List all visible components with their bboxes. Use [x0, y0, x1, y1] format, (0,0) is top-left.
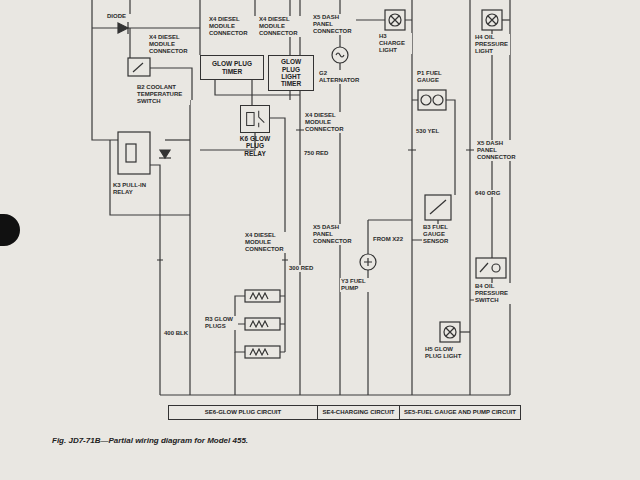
- component-label: X4 DIESEL MODULE CONNECTOR: [304, 112, 350, 133]
- node-label: SE5-FUEL GAUGE AND PUMP CIRCUIT: [404, 409, 516, 416]
- component-label: X4 DIESEL MODULE CONNECTOR: [148, 34, 196, 55]
- component-label: B4 OIL PRESSURE SWITCH: [474, 283, 512, 304]
- component-symbols: [118, 10, 506, 358]
- figure-caption: Fig. JD7-71B—Partial wiring diagram for …: [52, 436, 248, 445]
- wire-connector: [251, 80, 252, 105]
- component-label: K3 PULL-IN RELAY: [112, 182, 154, 196]
- circuit-legend-box: SE5-FUEL GAUGE AND PUMP CIRCUIT: [399, 405, 521, 420]
- component-label: X4 DIESEL MODULE CONNECTOR: [244, 232, 290, 253]
- timer-box: GLOW PLUG LIGHT TIMER: [268, 55, 314, 91]
- node-label: SE6-GLOW PLUG CIRCUIT: [205, 409, 281, 416]
- timer-box: GLOW PLUG TIMER: [200, 55, 264, 80]
- wire-code: 640 ORG: [474, 190, 501, 197]
- component-label: X4 DIESEL MODULE CONNECTOR: [258, 16, 304, 37]
- component-label: G2 ALTERNATOR: [318, 70, 352, 84]
- component-label: R3 GLOW PLUGS: [204, 316, 238, 330]
- relay-box: K6 GLOW PLUG RELAY: [240, 105, 270, 133]
- wire-code: 300 RED: [288, 265, 314, 272]
- node-label: GLOW PLUG LIGHT TIMER: [272, 58, 310, 88]
- component-label: DIODE: [106, 13, 127, 20]
- node-label: GLOW PLUG TIMER: [204, 60, 260, 75]
- wire-code: 750 RED: [303, 150, 329, 157]
- component-label: Y3 FUEL PUMP: [340, 278, 372, 292]
- component-label: X5 DASH PANEL CONNECTOR: [476, 140, 512, 161]
- component-label: X5 DASH PANEL CONNECTOR: [312, 224, 354, 245]
- binder-hole: [0, 214, 20, 246]
- component-label: P1 FUEL GAUGE: [416, 70, 452, 84]
- component-label: H4 OIL PRESSURE LIGHT: [474, 34, 510, 55]
- wire-code: 400 BLK: [163, 330, 189, 337]
- component-label: B3 FUEL GAUGE SENSOR: [422, 224, 462, 245]
- circuit-legend-box: SE6-GLOW PLUG CIRCUIT: [168, 405, 318, 420]
- node-label: SE4-CHARGING CIRCUIT: [322, 409, 394, 416]
- circuit-legend-box: SE4-CHARGING CIRCUIT: [317, 405, 400, 420]
- relay-coil-symbol: [241, 106, 269, 132]
- wires: [92, 0, 510, 395]
- node-label: K6 GLOW PLUG RELAY: [235, 135, 275, 157]
- component-label: B2 COOLANT TEMPERATURE SWITCH: [136, 84, 190, 105]
- component-label: X4 DIESEL MODULE CONNECTOR: [208, 16, 256, 37]
- component-label: X5 DASH PANEL CONNECTOR: [312, 14, 356, 35]
- component-label: FROM X22: [372, 236, 404, 243]
- wire-code: 530 YEL: [415, 128, 440, 135]
- component-label: H5 GLOW PLUG LIGHT: [424, 346, 466, 360]
- component-label: H3 CHARGE LIGHT: [378, 33, 412, 54]
